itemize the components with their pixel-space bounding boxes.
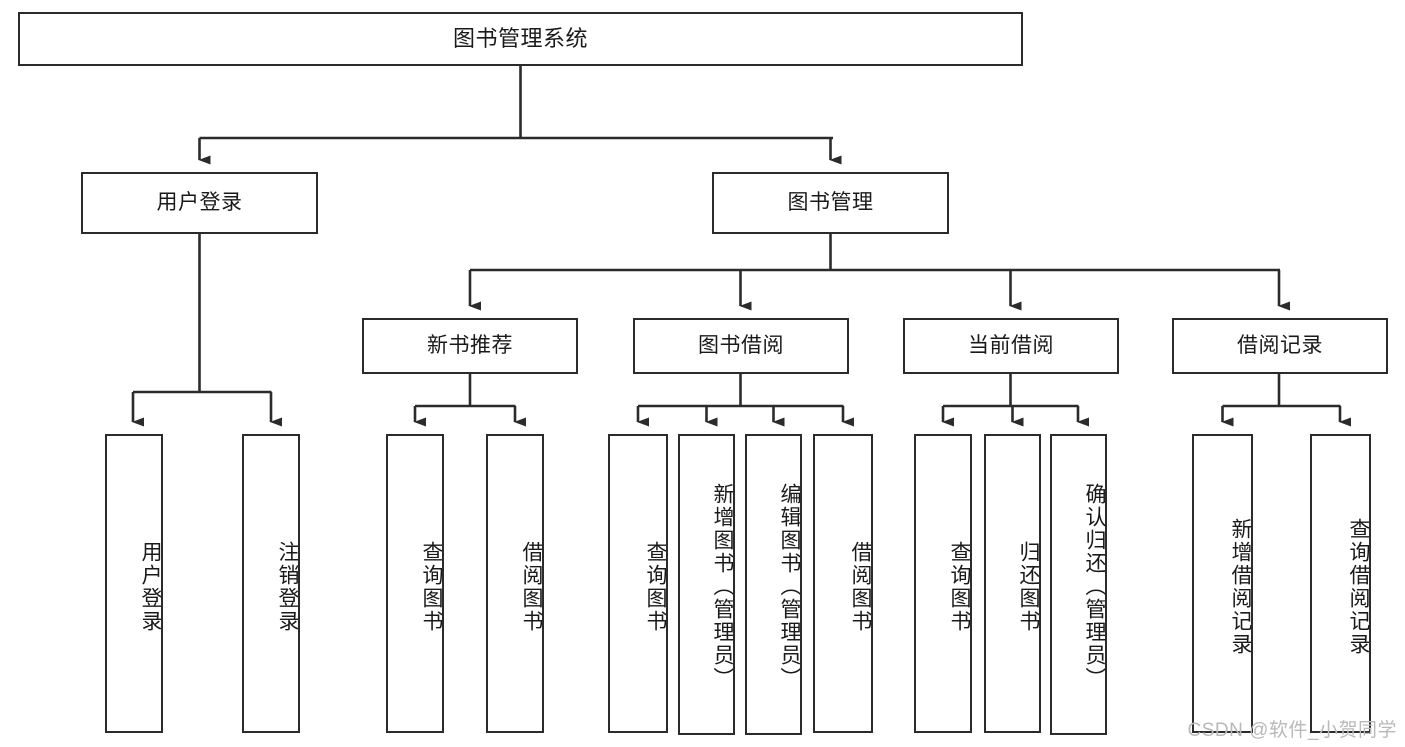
node-label: 借阅图书 [849, 540, 872, 633]
node-label: 查询图书 [644, 540, 667, 633]
node-label: 用户登录 [156, 191, 243, 215]
node-label: 查询借阅记录 [1347, 517, 1370, 656]
node-leaf-return-book[interactable]: 归还图书 [984, 434, 1041, 733]
node-leaf-borrow-book-borrow[interactable]: 借阅图书 [813, 434, 873, 733]
node-label: 编辑图书（管理员） [778, 483, 801, 690]
node-leaf-confirm-return-admin[interactable]: 确认归还（管理员） [1050, 434, 1107, 735]
node-leaf-query-book-current[interactable]: 查询图书 [914, 434, 972, 733]
node-label: 查询图书 [420, 540, 443, 633]
node-leaf-query-book-recommendation[interactable]: 查询图书 [386, 434, 444, 733]
node-leaf-borrow-book-recommendation[interactable]: 借阅图书 [486, 434, 544, 733]
node-new-book-recommendation[interactable]: 新书推荐 [362, 318, 578, 374]
node-label: 图书借阅 [698, 334, 784, 358]
watermark-text: CSDN @软件_小贺同学 [1187, 720, 1397, 741]
node-user-login[interactable]: 用户登录 [81, 172, 318, 234]
node-leaf-query-borrow-record[interactable]: 查询借阅记录 [1310, 434, 1371, 733]
node-current-borrow[interactable]: 当前借阅 [903, 318, 1119, 374]
node-book-borrow[interactable]: 图书借阅 [633, 318, 849, 374]
node-borrow-record[interactable]: 借阅记录 [1172, 318, 1388, 374]
node-label: 图书管理 [787, 191, 874, 215]
node-leaf-user-login[interactable]: 用户登录 [105, 434, 163, 733]
node-leaf-logout[interactable]: 注销登录 [242, 434, 300, 733]
node-label: 新书推荐 [427, 334, 513, 358]
node-label: 图书管理系统 [452, 25, 588, 51]
node-book-management-system[interactable]: 图书管理系统 [18, 12, 1023, 66]
node-leaf-add-borrow-record[interactable]: 新增借阅记录 [1192, 434, 1253, 733]
node-label: 归还图书 [1017, 540, 1040, 633]
node-label: 注销登录 [276, 540, 299, 633]
node-leaf-query-book-borrow[interactable]: 查询图书 [608, 434, 668, 733]
node-leaf-add-book-admin[interactable]: 新增图书（管理员） [678, 434, 735, 735]
node-label: 查询图书 [948, 540, 971, 633]
node-label: 当前借阅 [968, 334, 1054, 358]
node-label: 确认归还（管理员） [1083, 483, 1106, 690]
node-label: 借阅记录 [1237, 334, 1323, 358]
node-book-management[interactable]: 图书管理 [712, 172, 949, 234]
node-leaf-edit-book-admin[interactable]: 编辑图书（管理员） [745, 434, 802, 735]
node-label: 用户登录 [139, 540, 162, 633]
node-label: 借阅图书 [520, 540, 543, 633]
node-label: 新增图书（管理员） [711, 483, 734, 690]
node-label: 新增借阅记录 [1229, 517, 1252, 656]
